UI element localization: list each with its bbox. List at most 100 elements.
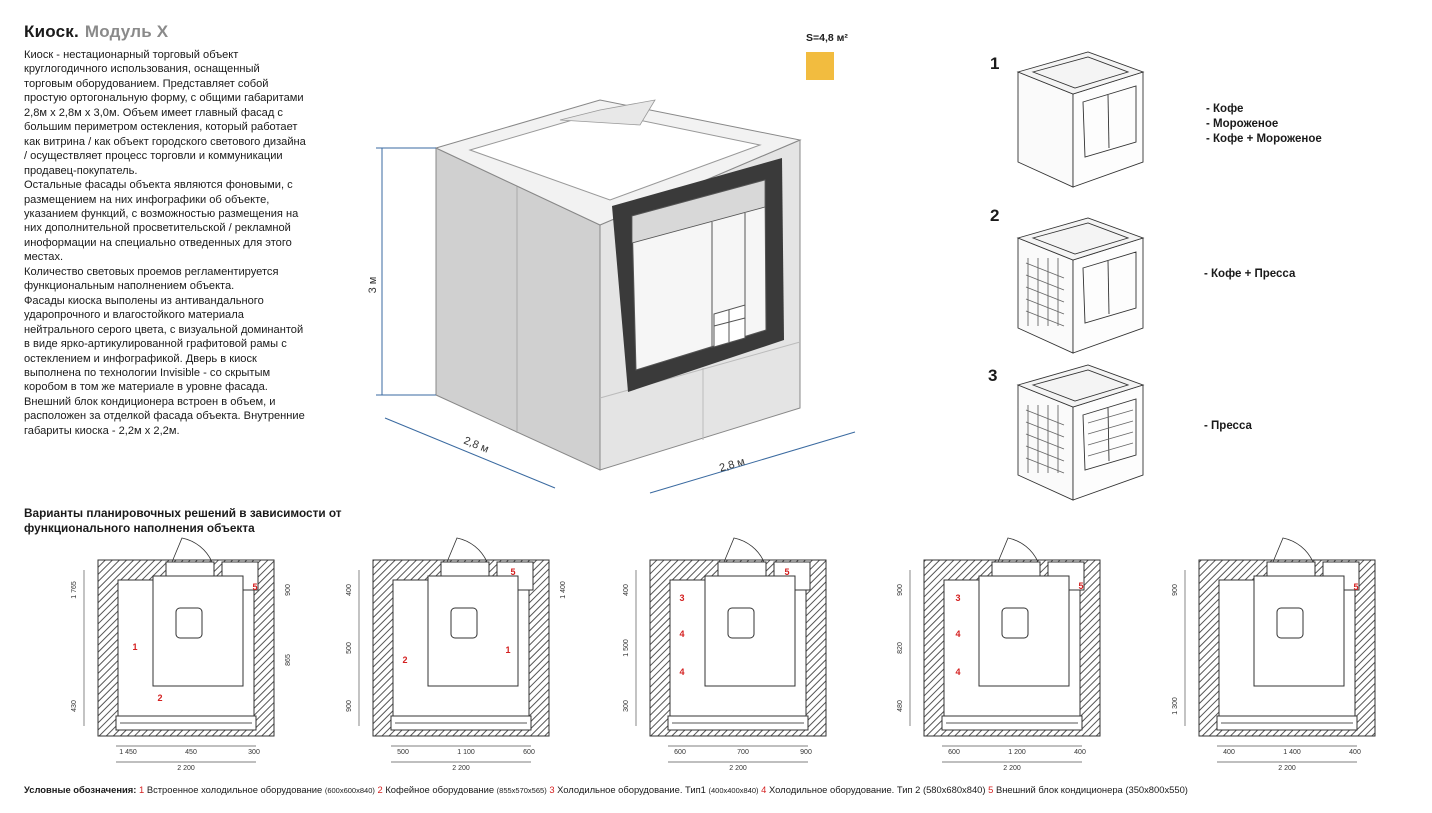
area-label: S=4,8 м² [806, 32, 848, 44]
dim-label: 700 [737, 749, 749, 756]
plans-heading: Варианты планировочных решений в зависим… [24, 506, 342, 535]
equipment-marker: 5 [252, 582, 257, 592]
chair [450, 607, 478, 639]
equipment-marker: 5 [510, 567, 515, 577]
dim-label: 500 [397, 749, 409, 756]
chair [175, 607, 203, 639]
variant-item: - Мороженое [1206, 118, 1279, 130]
dim-label: 1 450 [119, 749, 137, 756]
dim-total: 2 200 [177, 765, 195, 772]
dim-label: 480 [897, 700, 904, 712]
legend-dim: (350х800х550) [1125, 784, 1188, 795]
legend-text: Холодильное оборудование. Тип1 [557, 784, 706, 795]
dim-label: 865 [285, 654, 292, 666]
variant-list: - Пресса [1204, 419, 1252, 434]
dim-label: 400 [1223, 749, 1235, 756]
dim-label: 600 [523, 749, 535, 756]
area-swatch [806, 52, 834, 80]
dim-label: 1 500 [623, 639, 630, 657]
chair [1001, 607, 1029, 639]
dim-label: 400 [623, 584, 630, 596]
variant-item: - Пресса [1204, 420, 1252, 432]
equipment-marker: 2 [402, 655, 407, 665]
dim-label: 900 [800, 749, 812, 756]
legend-text: Холодильное оборудование. Тип 2 [768, 784, 921, 795]
chair [1276, 607, 1304, 639]
title-main: Киоск. [24, 22, 79, 41]
dim-label: 500 [346, 642, 353, 654]
equipment-marker: 5 [1353, 582, 1358, 592]
door-swing [723, 537, 765, 563]
dim-label: 430 [71, 700, 78, 712]
legend: Условные обозначения: 1 Встроенное холод… [24, 784, 1188, 795]
variant-number: 2 [990, 206, 1000, 225]
dim-label: 600 [674, 749, 686, 756]
dim-label: 1 400 [560, 581, 567, 599]
legend-dim: (580х680х840) [922, 784, 986, 795]
equipment-marker: 5 [1078, 581, 1083, 591]
equipment-marker: 2 [157, 693, 162, 703]
legend-text: Внешний блок кондиционера [995, 784, 1123, 795]
variant-cube [1016, 51, 1145, 188]
floor-plan: 600 700 900 2 200 400 1 500 300 3 4 4 5 [623, 537, 827, 772]
dim-label: 1 400 [1283, 749, 1301, 756]
equipment-marker: 4 [679, 667, 684, 677]
dim-label: 820 [897, 642, 904, 654]
dim-label: 450 [185, 749, 197, 756]
door-swing [997, 537, 1039, 563]
description: Киоск - нестационарный торговый объект к… [24, 48, 310, 438]
floor-plan: 1 450 450 300 2 200 1 765 430 900 865 1 2 5 [71, 537, 292, 772]
variant-number: 1 [990, 54, 1000, 73]
legend-text: Кофейное оборудование [385, 784, 495, 795]
dim-total: 2 200 [1278, 765, 1296, 772]
dim-label: 400 [346, 584, 353, 596]
equipment-marker: 3 [955, 593, 960, 603]
dim-total: 2 200 [729, 765, 747, 772]
variant-number: 3 [988, 366, 998, 385]
dim-label: 300 [623, 700, 630, 712]
equipment-marker: 1 [132, 642, 137, 652]
equipment-marker: 4 [955, 667, 960, 677]
legend-prefix: Условные обозначения: [24, 784, 137, 795]
chair [727, 607, 755, 639]
dim-label: 1 765 [71, 581, 78, 599]
dim-label: 300 [248, 749, 260, 756]
variant-item: - Кофе + Мороженое [1206, 133, 1322, 145]
description-paragraph: Киоск - нестационарный торговый объект к… [24, 49, 306, 177]
dim-total: 2 200 [452, 765, 470, 772]
legend-num: 4 [761, 784, 767, 795]
description-paragraph: Остальные фасады объекта являются фоновы… [24, 179, 299, 264]
dimension-lines [376, 147, 856, 494]
dim-label: 400 [1349, 749, 1361, 756]
legend-dim: (855х570х565) [496, 786, 547, 795]
equipment-marker: 4 [679, 629, 684, 639]
variant-list: - Кофе - Мороженое - Кофе + Мороженое [1206, 102, 1322, 147]
dim-label: 900 [897, 584, 904, 596]
equipment-marker: 5 [784, 567, 789, 577]
legend-dim: (600х600х840) [324, 786, 375, 795]
title-sub: Модуль Х [84, 22, 169, 41]
variant-cube [1016, 364, 1145, 501]
variant-list: - Кофе + Пресса [1204, 267, 1295, 282]
dim-label: 400 [1074, 749, 1086, 756]
legend-num: 2 [377, 784, 383, 795]
legend-text: Встроенное холодильное оборудование [146, 784, 323, 795]
variant-item: - Кофе [1206, 103, 1244, 115]
dim-label: 1 100 [457, 749, 475, 756]
legend-num: 1 [138, 784, 145, 795]
door-swing [446, 537, 488, 563]
dim-total: 2 200 [1003, 765, 1021, 772]
legend-num: 5 [988, 784, 994, 795]
dim-label: 900 [285, 584, 292, 596]
door-swing [171, 537, 213, 563]
dim-label: 900 [346, 700, 353, 712]
dim-label: 1 200 [1008, 749, 1026, 756]
page-title: Киоск. Модуль Х [24, 22, 168, 42]
equipment-marker: 3 [679, 593, 684, 603]
dim-label: 900 [1172, 584, 1179, 596]
